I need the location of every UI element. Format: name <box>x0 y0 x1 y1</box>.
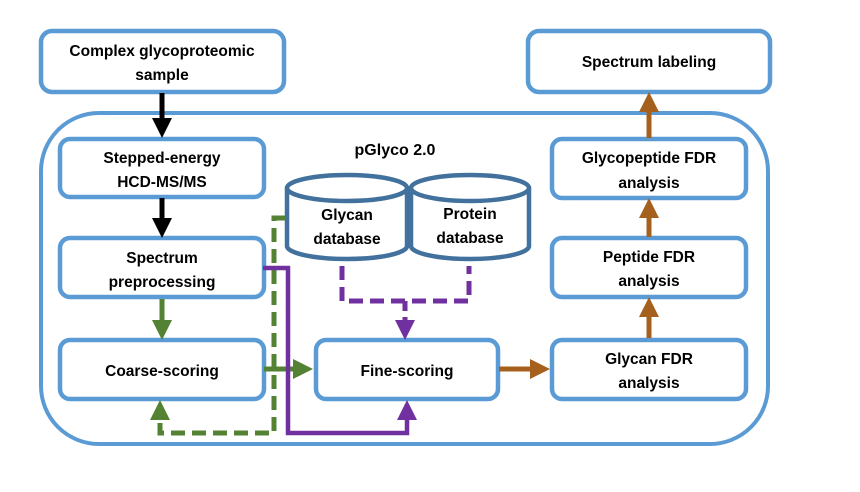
glycan-database-line2: database <box>313 231 381 248</box>
protein-database-line1: Protein <box>443 206 496 223</box>
node-hcd-line1: Stepped-energy <box>103 150 221 167</box>
pglyco-title: pGlyco 2.0 <box>355 142 436 159</box>
node-sample-line2: sample <box>135 67 189 84</box>
node-glycan-fdr-line1: Glycan FDR <box>605 351 693 368</box>
protein-database-line2: database <box>436 230 504 247</box>
arrow-preprocessing-to-fine <box>263 265 410 436</box>
node-coarse-line1: Coarse-scoring <box>105 363 219 380</box>
node-hcd: Stepped-energy HCD-MS/MS <box>57 136 267 200</box>
node-hcd-line2: HCD-MS/MS <box>117 174 207 191</box>
node-peptide-fdr: Peptide FDR analysis <box>549 235 749 300</box>
node-glycopeptide-fdr-line2: analysis <box>618 175 679 192</box>
node-labeling: Spectrum labeling <box>525 28 773 95</box>
node-coarse: Coarse-scoring <box>57 337 267 402</box>
node-preprocessing-line2: preprocessing <box>109 274 216 291</box>
node-glycan-fdr: Glycan FDR analysis <box>549 337 749 402</box>
node-peptide-fdr-line1: Peptide FDR <box>603 249 695 266</box>
glycan-database-line1: Glycan <box>321 207 373 224</box>
node-preprocessing-line1: Spectrum <box>126 250 198 267</box>
node-fine-line1: Fine-scoring <box>360 363 453 380</box>
node-glycopeptide-fdr: Glycopeptide FDR analysis <box>549 136 749 201</box>
arrow-glycan-db-to-coarse-dashed <box>157 215 285 436</box>
node-glycopeptide-fdr-line1: Glycopeptide FDR <box>582 150 716 167</box>
node-peptide-fdr-line2: analysis <box>618 273 679 290</box>
pglyco-container-frame <box>39 111 770 446</box>
node-sample-line1: Complex glycoproteomic <box>69 43 255 60</box>
node-fine: Fine-scoring <box>313 337 501 402</box>
node-glycan-fdr-line2: analysis <box>618 375 679 392</box>
glycan-database-icon: Glycan database <box>284 172 410 262</box>
protein-database-icon: Protein database <box>408 172 532 262</box>
node-sample: Complex glycoproteomic sample <box>38 28 287 95</box>
node-labeling-line1: Spectrum labeling <box>582 54 716 71</box>
arrow-databases-to-fine-dashed <box>339 266 472 304</box>
node-preprocessing: Spectrum preprocessing <box>57 235 267 300</box>
